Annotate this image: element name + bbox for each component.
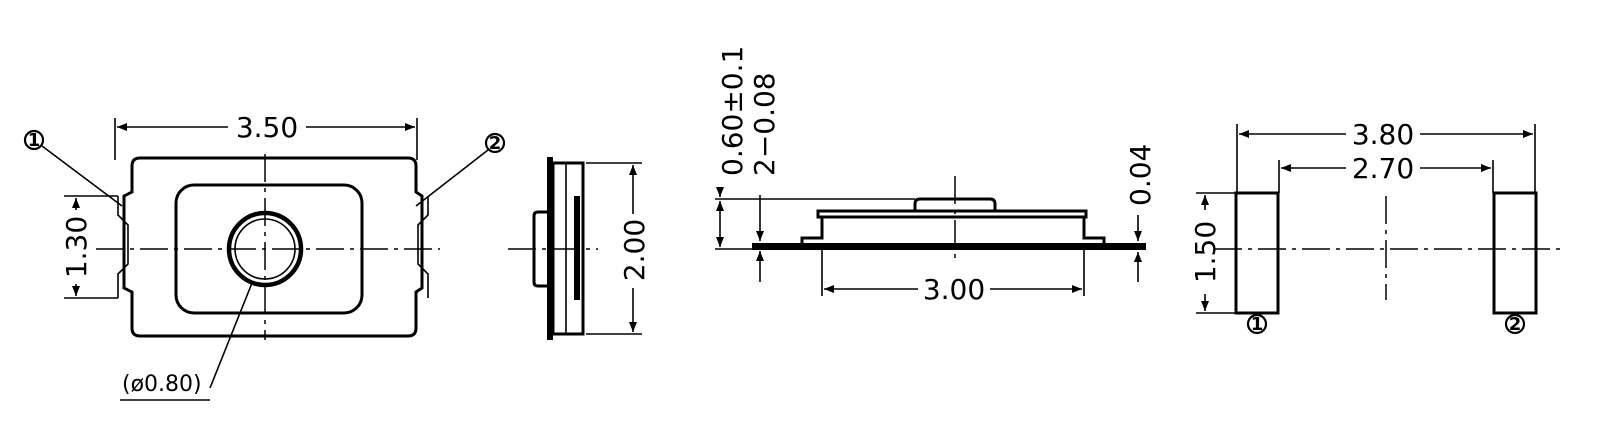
footprint-pad-height-dim: 1.50 [1189,221,1222,283]
footprint-view: 3.80 2.70 1.50 1 2 [1189,118,1560,335]
footprint-pad-right [1492,191,1538,315]
side-plate [547,157,553,340]
top-view: 3.50 1.30 (ø0.80) 1 2 [23,111,506,401]
top-body-outline [122,156,424,338]
footprint-pin1-circle [1246,313,1268,335]
footprint-pin2-marker: 2 [1509,314,1522,335]
side-view: 2.00 [508,157,651,340]
top-height-dim: 1.30 [60,216,93,278]
footprint-inner-dim: 2.70 [1352,152,1414,185]
hole-leader [209,282,253,389]
right-terminal [417,196,429,298]
front-tab-dim: 0.04 [1124,144,1157,206]
front-cover [816,209,1088,219]
left-terminal [117,196,129,298]
side-terminal [574,196,580,300]
footprint-pin1-marker: 1 [1251,314,1264,335]
front-body [800,215,1106,243]
front-base-tab [752,243,1146,250]
footprint-pad-left [1234,191,1280,315]
top-width-dim: 3.50 [236,111,298,144]
footprint-outer-dim: 3.80 [1352,118,1414,151]
front-stem-dim: 2−0.08 [748,72,781,176]
footprint-pin2-circle [1504,313,1526,335]
front-height-dim: 0.60±0.1 [716,46,749,176]
pin2-marker-circle [484,132,506,154]
top-pin1-marker: 1 [28,130,41,151]
top-pin2-marker: 2 [489,133,502,154]
front-width-dim: 3.00 [923,273,985,306]
hole-dim: (ø0.80) [122,372,202,397]
side-height-dim: 2.00 [618,219,651,281]
pin1-marker-circle [23,129,45,151]
front-view: 0.60±0.1 2−0.08 0.04 3.00 [715,46,1157,306]
